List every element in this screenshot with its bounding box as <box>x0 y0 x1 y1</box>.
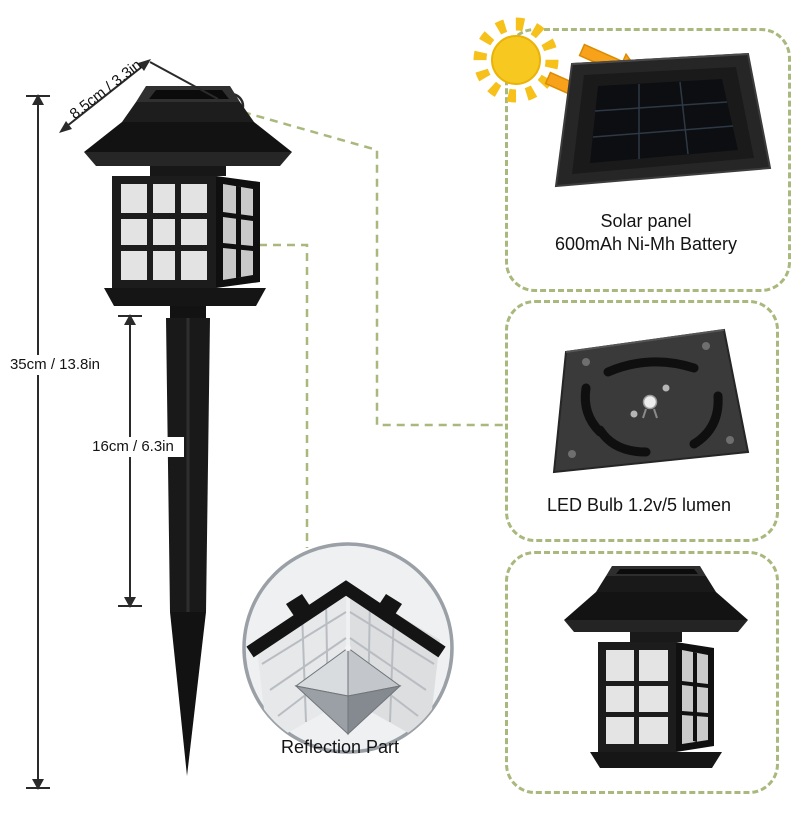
dimension-label-total-height: 35cm / 13.8in <box>2 355 108 375</box>
callout-connectors <box>217 110 503 548</box>
solar-panel-caption-line2: 600mAh Ni-Mh Battery <box>554 234 738 254</box>
dimension-line-top-width <box>59 59 219 133</box>
led-caption: LED Bulb 1.2v/5 lumen <box>546 495 732 515</box>
reflection-part-photo <box>242 542 454 754</box>
front-window-grid <box>121 184 207 280</box>
led-bulb-icon <box>642 394 658 410</box>
solar-panel-caption-line1: Solar panel <box>600 211 692 231</box>
connector-roof-to-led-box <box>242 110 503 427</box>
main-lantern-drawing <box>84 86 292 776</box>
side-window-grid <box>223 186 253 278</box>
dimension-line-stake-height <box>118 314 142 608</box>
dimension-label-stake-height: 16cm / 6.3in <box>82 437 184 457</box>
led-board-photo <box>552 328 750 474</box>
solar-panel-photo <box>554 52 772 188</box>
dimension-line-total-height <box>26 94 50 790</box>
reflection-caption: Reflection Part <box>280 737 400 757</box>
lantern-photo <box>564 566 748 768</box>
sun-icon <box>473 17 559 103</box>
